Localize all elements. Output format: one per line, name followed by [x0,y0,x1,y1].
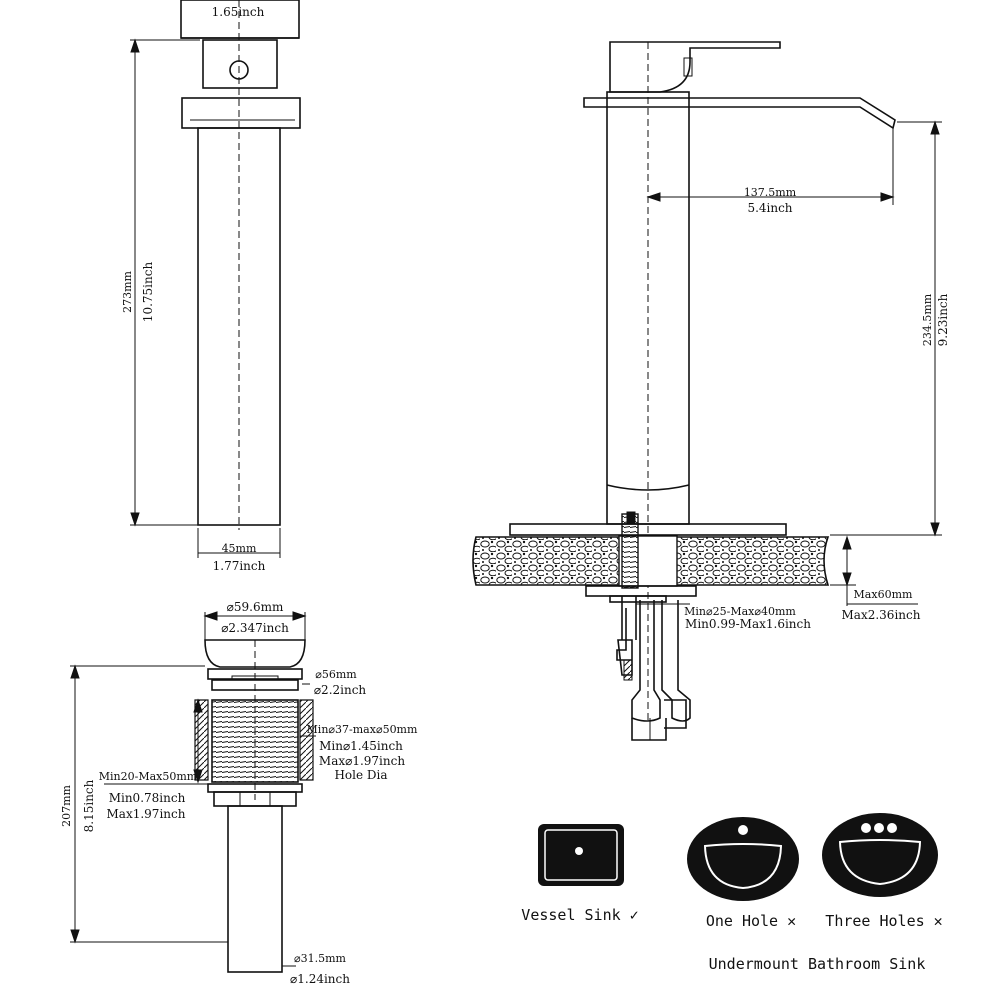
hole-range-mm: Min⌀25-Max⌀40mm [684,605,796,618]
side-view: 137.5mm 5.4inch 234.5mm 9.23inch Max60mm… [472,41,950,741]
front-top-width-label: 1.65inch [212,5,265,19]
front-height-in: 10.75inch [141,262,155,323]
front-view: 1.65inch 273mm 10.75inch 45mm 1.77inch [121,0,301,573]
deck-max-in: Max2.36inch [842,608,921,622]
front-spout-block [181,97,301,129]
side-spout [583,97,896,130]
drain-flange-dia-mm: ⌀56mm [315,668,357,681]
drain-hole-label: Hole Dia [334,768,387,782]
drain-thickness-mm: Min20-Max50mm [99,770,198,783]
supply-hose-left [631,600,661,722]
drain-cap-dia-in: ⌀2.347inch [221,621,289,635]
drain-cap-dia-mm: ⌀59.6mm [227,600,284,614]
drain-hole-mm: Min⌀37-max⌀50mm [307,723,418,736]
vessel-sink-label: Vessel Sink ✓ [521,906,638,924]
side-handle [609,41,781,93]
drain-pipe [227,805,283,973]
drain-thickness-min-in: Min0.78inch [109,791,186,805]
side-reach-mm: 137.5mm [744,186,797,199]
front-height-mm: 273mm [121,271,134,313]
three-holes-label: Three Holes ✕ [825,912,942,930]
undermount-label: Undermount Bathroom Sink [709,955,926,973]
side-height-mm: 234.5mm [921,293,934,346]
vessel-sink-icon [538,824,624,886]
side-base-plate [509,523,787,536]
drain-thickness-max-in: Max1.97inch [107,807,186,821]
mounting-bolt [621,513,639,589]
drain-hole-min-in: Min⌀1.45inch [319,739,403,753]
drain-pipe-dia-in: ⌀1.24inch [290,972,350,986]
three-holes-sink-icon [822,813,938,897]
sink-compatibility: Vessel Sink ✓ One Hole ✕ Three Holes ✕ U… [521,813,943,973]
deck-max-mm: Max60mm [854,588,913,601]
drain-height-in: 8.15inch [82,779,96,832]
front-handle-body [202,39,278,89]
hole-range-in: Min0.99-Max1.6inch [685,617,811,631]
mount-washer [585,585,697,597]
one-hole-label: One Hole ✕ [706,912,796,930]
drain-flange-dia-in: ⌀2.2inch [314,683,367,697]
drain-hole-max-in: Max⌀1.97inch [319,754,405,768]
drain-height-mm: 207mm [60,785,73,827]
drain-pipe-dia-mm: ⌀31.5mm [294,952,347,965]
front-base-width-mm: 45mm [222,542,257,555]
front-base-width-in: 1.77inch [213,559,266,573]
drain-view: ⌀59.6mm ⌀2.347inch ⌀56mm ⌀2.2inch Min⌀37… [60,600,418,986]
side-height-in: 9.23inch [936,293,950,346]
one-hole-sink-icon [687,817,799,901]
side-reach-in: 5.4inch [747,201,792,215]
drain-cap [204,639,306,668]
supply-hose-right [661,600,691,722]
